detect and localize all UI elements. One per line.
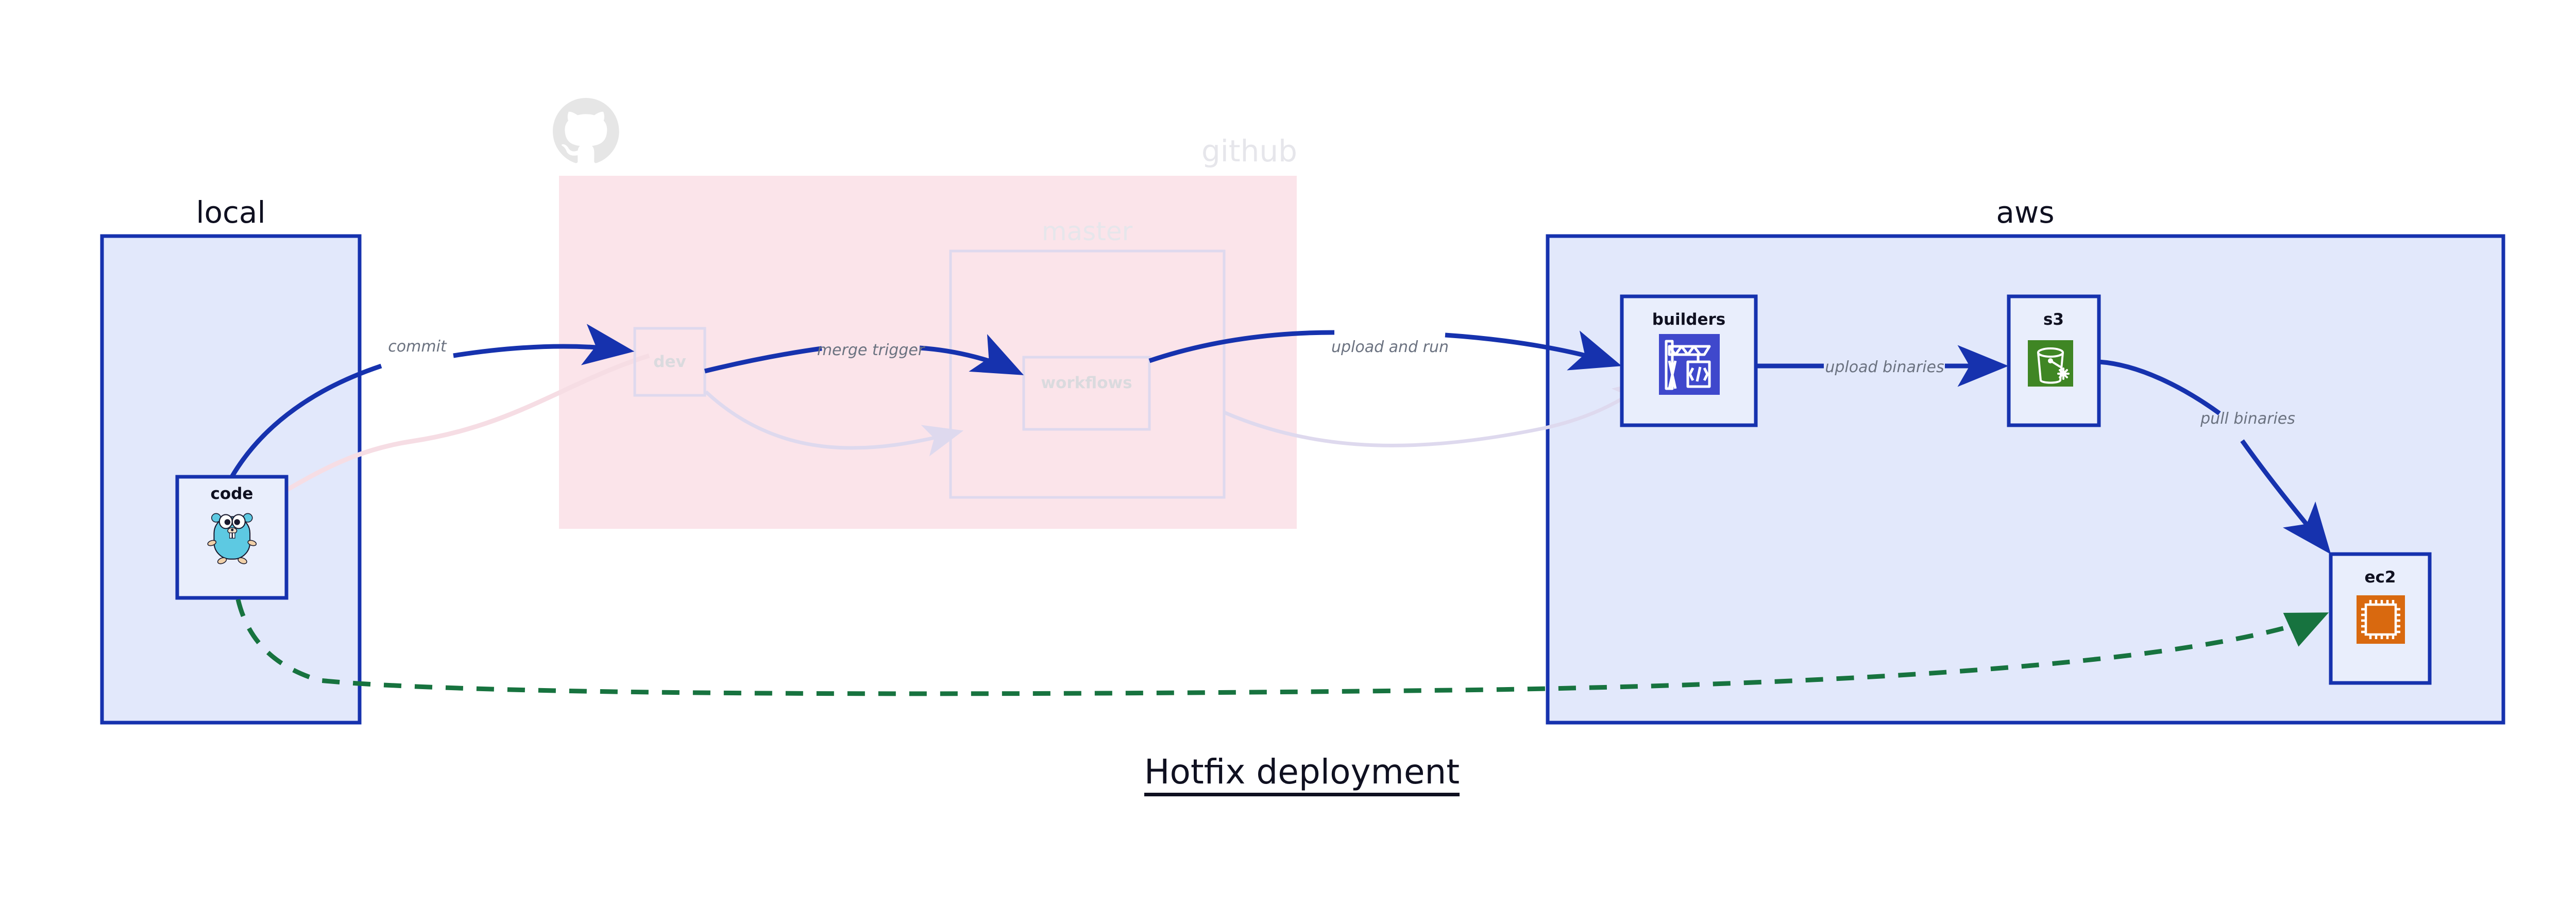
diagram-title-underline: [1144, 793, 1460, 796]
edge-upload-binaries-label: upload binaries: [1825, 358, 1944, 376]
cluster-github-label: github: [1201, 133, 1297, 169]
node-builders-label: builders: [1652, 310, 1725, 329]
edge-pull-binaries-seg2: [2240, 439, 2331, 555]
edge-layer: commit merge trigger upload and run uplo…: [230, 324, 2331, 696]
edge-upload-and-run-label: upload and run: [1331, 338, 1449, 356]
cluster-local: local: [100, 195, 362, 725]
edge-commit-seg1: [230, 363, 382, 478]
github-octocat-icon: [553, 98, 619, 163]
node-dev-label: dev: [653, 353, 686, 371]
subcluster-master-label: master: [1042, 216, 1133, 246]
edge-commit-label: commit: [388, 338, 447, 356]
cluster-github: github: [553, 98, 1297, 529]
node-workflows[interactable]: workflows: [1022, 356, 1151, 431]
node-workflows-rect[interactable]: [1022, 356, 1151, 431]
node-dev[interactable]: dev: [633, 327, 706, 397]
node-builders[interactable]: builders: [1620, 294, 1758, 427]
node-ec2-label: ec2: [2365, 568, 2396, 587]
node-s3-label: s3: [2043, 310, 2064, 329]
cluster-aws-label: aws: [1996, 195, 2054, 230]
edge-upload-and-run-seg2: [1445, 330, 1622, 371]
edge-merge-trigger-label: merge trigger: [817, 341, 925, 359]
subcluster-master-rect: [949, 249, 1226, 499]
node-dev-rect[interactable]: [633, 327, 706, 397]
aws-s3-glacier-icon: [2028, 340, 2073, 387]
cluster-local-label: local: [196, 195, 265, 230]
diagram-title: Hotfix deployment: [1144, 752, 1460, 796]
edge-ghost-dev-workflows: [704, 390, 964, 457]
node-code[interactable]: code: [175, 475, 289, 600]
aws-ec2-icon: [2357, 595, 2405, 644]
node-s3[interactable]: s3: [2007, 294, 2101, 427]
edge-merge-trigger-seg1: [704, 346, 822, 374]
node-ec2[interactable]: ec2: [2329, 552, 2432, 685]
node-workflows-label: workflows: [1041, 374, 1132, 392]
subcluster-master: master: [949, 216, 1226, 499]
edge-hotfix-direct: [235, 598, 2329, 696]
aws-codebuild-icon: [1659, 334, 1720, 395]
edge-ghost-workflows-builders: [1223, 378, 1653, 447]
diagram-title-text: Hotfix deployment: [1144, 752, 1460, 792]
edge-pull-binaries-seg1: [2098, 359, 2221, 415]
edge-pull-binaries-label: pull binaries: [2200, 410, 2295, 428]
node-code-label: code: [211, 485, 253, 503]
edge-commit-seg2: [453, 324, 635, 365]
go-gopher-icon: [207, 513, 257, 564]
edge-merge-trigger-seg2: [919, 334, 1024, 375]
edge-upload-and-run-seg1: [1148, 330, 1335, 363]
